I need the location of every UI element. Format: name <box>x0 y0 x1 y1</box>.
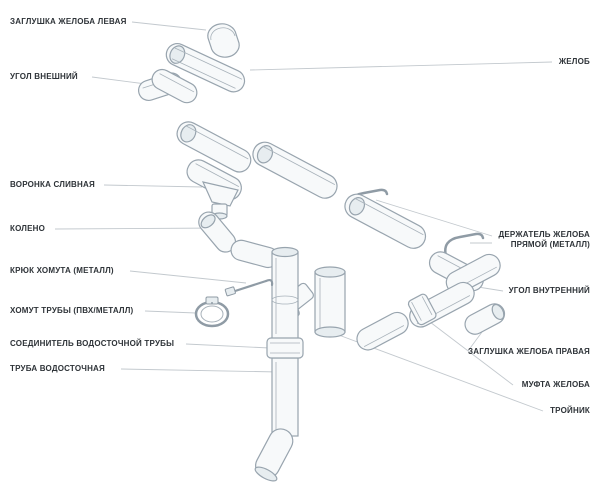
label-clamp-hook: КРЮК ХОМУТА (металл) <box>10 266 114 275</box>
gutter-section-a-part <box>176 121 252 173</box>
leader-drain-funnel <box>103 184 203 188</box>
leader-downpipe <box>120 368 281 373</box>
downpipe-connector-part <box>266 337 304 359</box>
bottom-elbow-part <box>254 428 294 482</box>
label-pipe-clamp: ХОМУТ ТРУБЫ (пвх/металл) <box>10 306 134 315</box>
leader-outer-corner <box>91 76 147 85</box>
leader-elbow <box>54 227 225 230</box>
leader-pipe-clamp <box>144 310 197 314</box>
gutter-cap-right-part <box>464 303 506 335</box>
label-downpipe-connector: СОЕДИНИТЕЛЬ ВОДОСТОЧНОЙ ТРУБЫ <box>10 339 175 348</box>
pipe-clamp-part <box>194 296 230 328</box>
label-drain-funnel: ВОРОНКА СЛИВНАЯ <box>10 180 95 189</box>
gutter-section-b-part <box>252 141 338 199</box>
label-gutter: ЖЕЛОБ <box>558 57 590 66</box>
label-outer-corner: УГОЛ ВНЕШНИЙ <box>10 72 78 81</box>
leader-lines <box>54 21 553 412</box>
label-elbow: КОЛЕНО <box>10 224 46 233</box>
label-downpipe: ТРУБА ВОДОСТОЧНАЯ <box>10 364 105 373</box>
leader-inner-corner <box>477 286 504 292</box>
gutter-section-c-part <box>344 193 427 249</box>
leader-gutter-cap-left <box>131 21 207 31</box>
label-gutter-holder-straight: ДЕРЖАТЕЛЬ ЖЕЛОБА ПРЯМОЙ (металл) <box>498 230 590 249</box>
gutter-cap-left-part <box>207 23 240 58</box>
label-inner-corner: УГОЛ ВНУТРЕННИЙ <box>508 286 590 295</box>
clamp-hook-part <box>224 279 274 297</box>
leader-gutter-cap-right <box>467 331 483 352</box>
gutter-bracket-2-part <box>444 232 485 258</box>
leader-clamp-hook <box>129 270 247 284</box>
gutter-section-top-part <box>165 43 246 93</box>
outer-corner-part <box>138 68 198 104</box>
label-tee: ТРОЙНИК <box>550 406 590 415</box>
label-gutter-cap-right: ЗАГЛУШКА ЖЕЛОБА ПРАВАЯ <box>468 347 590 356</box>
leader-gutter <box>249 61 553 71</box>
leader-gutter-coupling <box>429 321 514 386</box>
label-gutter-cap-left: ЗАГЛУШКА ЖЕЛОБА ЛЕВАЯ <box>10 17 127 26</box>
label-gutter-coupling: МУФТА ЖЕЛОБА <box>521 380 590 389</box>
leader-holder-1 <box>375 199 493 237</box>
drain-funnel-part <box>186 159 242 220</box>
leader-downpipe-connector <box>185 343 271 349</box>
gutter-coupling-part <box>407 293 437 326</box>
